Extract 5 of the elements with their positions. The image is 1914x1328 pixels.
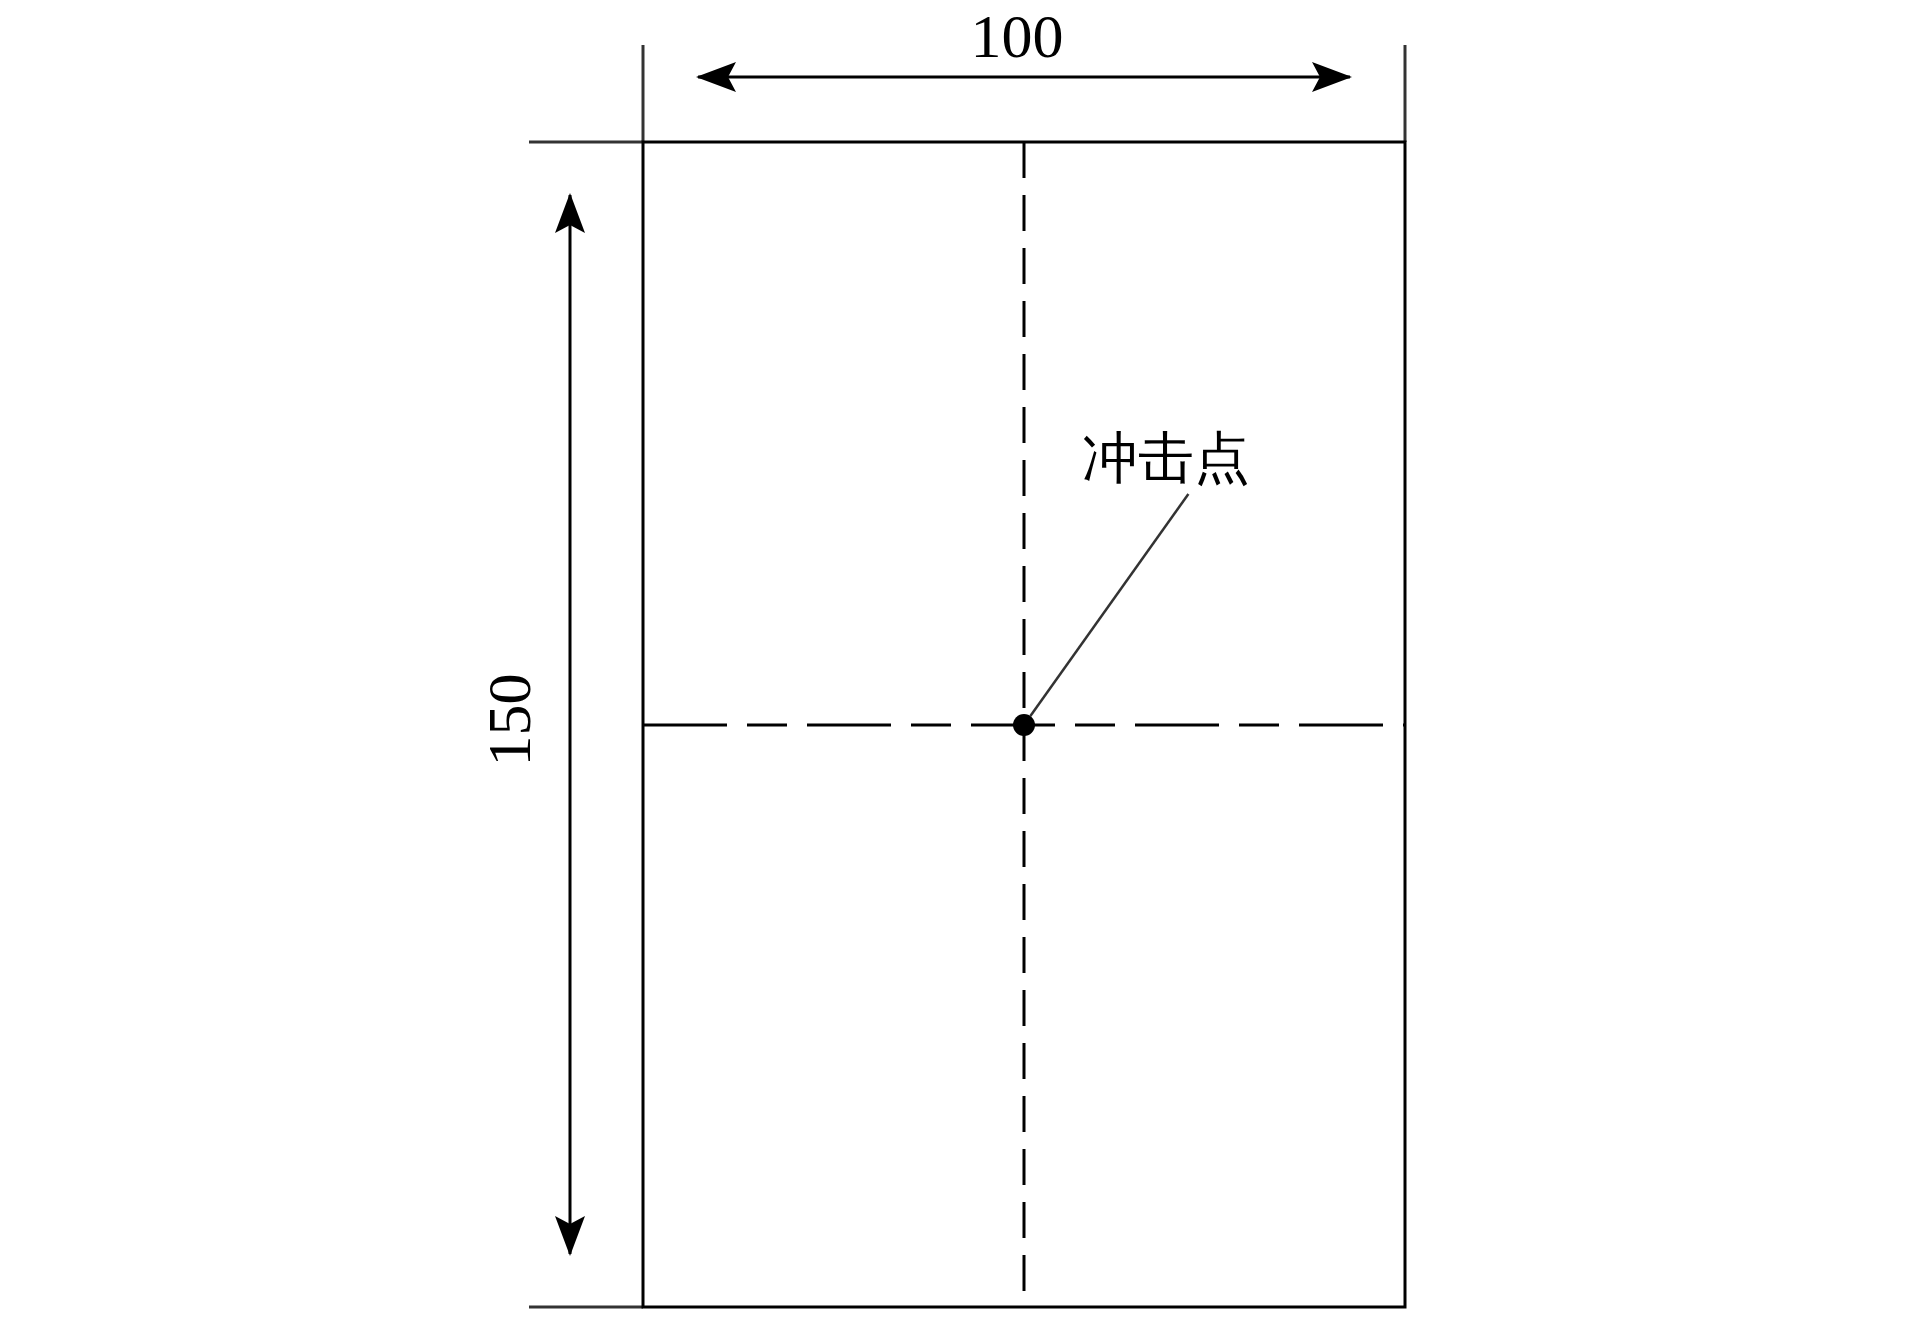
dimension-label: 150 — [478, 673, 540, 767]
dimension-label: 100 — [970, 5, 1064, 67]
leader-line — [1029, 493, 1190, 717]
impact-point-dot — [1013, 714, 1035, 736]
callout-label: 冲击点 — [1082, 430, 1272, 494]
